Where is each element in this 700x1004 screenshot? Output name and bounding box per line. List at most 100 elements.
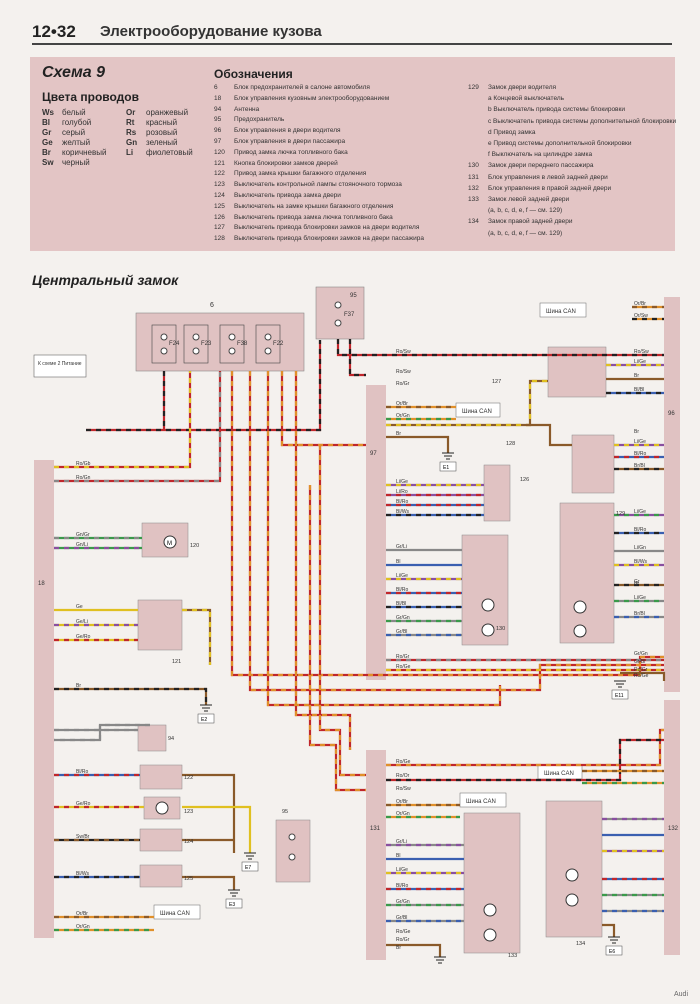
wire — [54, 371, 192, 469]
wire — [294, 371, 352, 750]
can-label-4: Шина CAN — [544, 771, 574, 777]
component-label: 129 — [616, 511, 625, 517]
fuse-f22 — [255, 324, 281, 364]
wire-label: Ro/Ge — [396, 664, 411, 670]
power-ref-label: К схеме 2 Питание — [38, 361, 82, 367]
page-title: Электрооборудование кузова — [100, 23, 322, 40]
component-label: 94 — [168, 736, 174, 742]
wire-label: Br — [634, 581, 639, 587]
wire-label: Gn/Li — [76, 542, 88, 548]
component-125 — [139, 764, 183, 790]
wire — [308, 485, 366, 792]
page-footer: Audi — [673, 991, 688, 998]
component-127 — [571, 434, 615, 494]
wire-label: Or/Gn — [76, 924, 90, 930]
wire — [54, 723, 150, 742]
designation-entry: e Привод системы дополнительной блокиров… — [488, 140, 632, 147]
wire-label: Bl/Ws — [634, 559, 648, 565]
component-label: 120 — [190, 543, 199, 549]
can-box-1 — [539, 302, 587, 318]
ground-symbol: E6 — [605, 936, 623, 956]
wire — [248, 371, 664, 692]
ground-label: E7 — [245, 865, 251, 871]
ground-symbol: E11 — [611, 680, 629, 700]
wire-label: Or/Br — [634, 301, 646, 307]
wire — [336, 339, 664, 357]
wire-label: Li/Ge — [634, 359, 646, 365]
can-box-3 — [459, 792, 507, 808]
component-label: 134 — [576, 941, 585, 947]
designation-entry: b Выключатель привода системы блокировки — [488, 106, 625, 114]
wire-colors-title: Цвета проводов — [42, 90, 140, 104]
wire-label: Or/Gn — [396, 811, 410, 817]
component-95-lower — [275, 819, 311, 883]
scheme-title: Схема 9 — [42, 64, 106, 81]
designation-entry: c Выключатель привода системы дополнител… — [488, 117, 677, 125]
power-ref-box — [33, 354, 87, 378]
header-rule — [32, 43, 672, 45]
wire — [54, 687, 208, 705]
wire-label: Or/Sw — [634, 313, 648, 319]
component-label: 125 — [184, 876, 193, 882]
block-18-label: 18 — [38, 581, 45, 587]
wire — [336, 339, 664, 357]
fuse-label-1: F24 — [169, 341, 180, 347]
component-124 — [139, 828, 183, 852]
ground-label: E2 — [201, 717, 207, 723]
designations-title: Обозначения — [214, 67, 293, 81]
component-label: 123 — [184, 809, 193, 815]
wire — [54, 371, 192, 469]
wire-label: Ro/Ge — [396, 759, 411, 765]
wire — [386, 728, 664, 767]
block-96 — [664, 297, 680, 692]
wire-label: Ro/Gr — [396, 937, 410, 943]
wire — [54, 723, 150, 742]
fuse-f23 — [183, 324, 209, 364]
wire — [308, 485, 366, 792]
wire — [280, 371, 366, 447]
wire-label: Ge — [76, 604, 83, 610]
wire-label: Ge/Li — [76, 619, 88, 625]
wire-label: Or/Br — [76, 911, 88, 917]
wire — [54, 371, 222, 483]
component-130 — [461, 534, 509, 646]
designation-entry: (a, b, c, d, e, f — см. 129) — [488, 207, 563, 215]
ground-label: E6 — [609, 949, 615, 955]
wire — [182, 608, 212, 665]
wire-label: Li/Ge — [396, 867, 408, 873]
wire-label: Br — [396, 945, 401, 951]
designation-entry: (a, b, c, d, e, f — см. 129) — [488, 229, 563, 237]
wires — [54, 305, 666, 957]
fuse-95-label: 95 — [350, 293, 357, 299]
wire-label: Br/Bl — [634, 611, 645, 617]
wire-label: Li/Ro — [396, 489, 408, 495]
wire — [386, 943, 442, 957]
wire-label: Ro/Or — [396, 773, 410, 779]
wire-label: Bl — [396, 853, 400, 859]
wire-label: Ro/Gb — [76, 461, 91, 467]
wire — [348, 339, 366, 377]
can-label-1: Шина CAN — [546, 309, 576, 315]
wire — [602, 923, 616, 937]
wire-label: Br — [396, 431, 401, 437]
section-title: Центральный замок — [32, 272, 179, 288]
component-94 — [137, 724, 167, 752]
wire-label: Gr/Bl — [396, 629, 407, 635]
wire — [386, 379, 548, 427]
component-label: 127 — [492, 379, 501, 385]
wire-label: Li/Ge — [396, 573, 408, 579]
wire — [182, 805, 252, 853]
wire-label: Ro/Sw — [396, 786, 411, 792]
